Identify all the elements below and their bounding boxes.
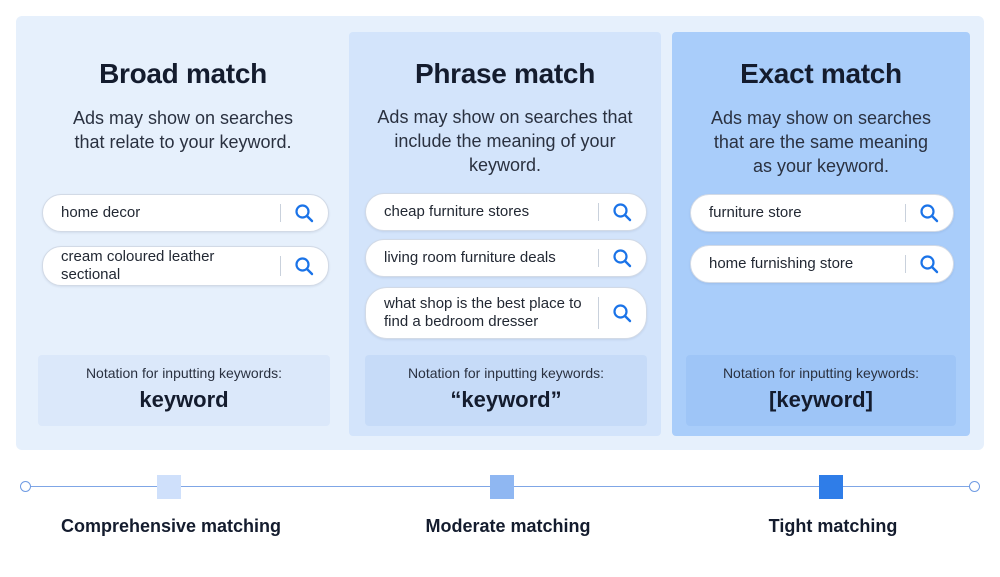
notation-keyword: “keyword” — [450, 387, 562, 412]
search-bar[interactable]: home furnishing store — [690, 245, 954, 283]
notation-label: Notation for inputting keywords: — [407, 365, 605, 381]
search-query: what shop is the best place to find a be… — [384, 295, 582, 330]
broad-match-title: Broad match — [99, 58, 267, 89]
search-query: cream coloured leather sectional — [61, 248, 215, 283]
search-bar[interactable]: what shop is the best place to find a be… — [365, 287, 647, 339]
exact-match-title: Exact match — [740, 58, 902, 89]
notation-keyword: keyword — [139, 387, 229, 412]
search-bar[interactable]: cream coloured leather sectional — [42, 246, 329, 286]
search-bar[interactable]: furniture store — [690, 194, 954, 232]
notation-keyword: [keyword] — [769, 387, 873, 412]
search-icon[interactable] — [612, 303, 632, 323]
search-icon[interactable] — [919, 203, 939, 223]
search-icon[interactable] — [294, 256, 314, 276]
phrase-match-title: Phrase match — [414, 58, 596, 89]
search-query: furniture store — [709, 204, 802, 221]
phrase-match-column: Phrase match Ads may show on searches th… — [349, 32, 661, 436]
search-icon[interactable] — [294, 203, 314, 223]
search-query: cheap furniture stores — [384, 203, 530, 220]
exact-notation-box: Notation for inputting keywords: [keywor… — [686, 355, 956, 426]
search-bar[interactable]: living room furniture deals — [365, 239, 647, 277]
search-icon[interactable] — [612, 202, 632, 222]
tight-matching-label: Tight matching — [768, 516, 898, 536]
search-query: living room furniture deals — [384, 249, 556, 266]
comprehensive-matching-label: Comprehensive matching — [60, 516, 282, 536]
exact-match-description: Ads may show on searches that are the sa… — [710, 108, 932, 176]
phrase-notation-box: Notation for inputting keywords: “keywor… — [365, 355, 647, 426]
search-query: home furnishing store — [709, 255, 854, 272]
phrase-match-description: Ads may show on searches that include th… — [377, 107, 633, 175]
moderate-matching-label: Moderate matching — [425, 516, 591, 536]
search-icon[interactable] — [612, 248, 632, 268]
moderate-marker — [490, 475, 514, 499]
search-query: home decor — [61, 204, 141, 221]
notation-label: Notation for inputting keywords: — [85, 365, 283, 381]
search-bar[interactable]: cheap furniture stores — [365, 193, 647, 231]
search-icon[interactable] — [919, 254, 939, 274]
scale-start-point — [20, 481, 31, 492]
search-bar[interactable]: home decor — [42, 194, 329, 232]
notation-label: Notation for inputting keywords: — [722, 365, 920, 381]
broad-match-description: Ads may show on searches that relate to … — [72, 108, 294, 152]
exact-match-column: Exact match Ads may show on searches tha… — [672, 32, 970, 436]
tight-marker — [819, 475, 843, 499]
broad-match-column: Broad match Ads may show on searches tha… — [24, 24, 342, 444]
comprehensive-marker — [157, 475, 181, 499]
scale-end-point — [969, 481, 980, 492]
broad-notation-box: Notation for inputting keywords: keyword — [38, 355, 330, 426]
